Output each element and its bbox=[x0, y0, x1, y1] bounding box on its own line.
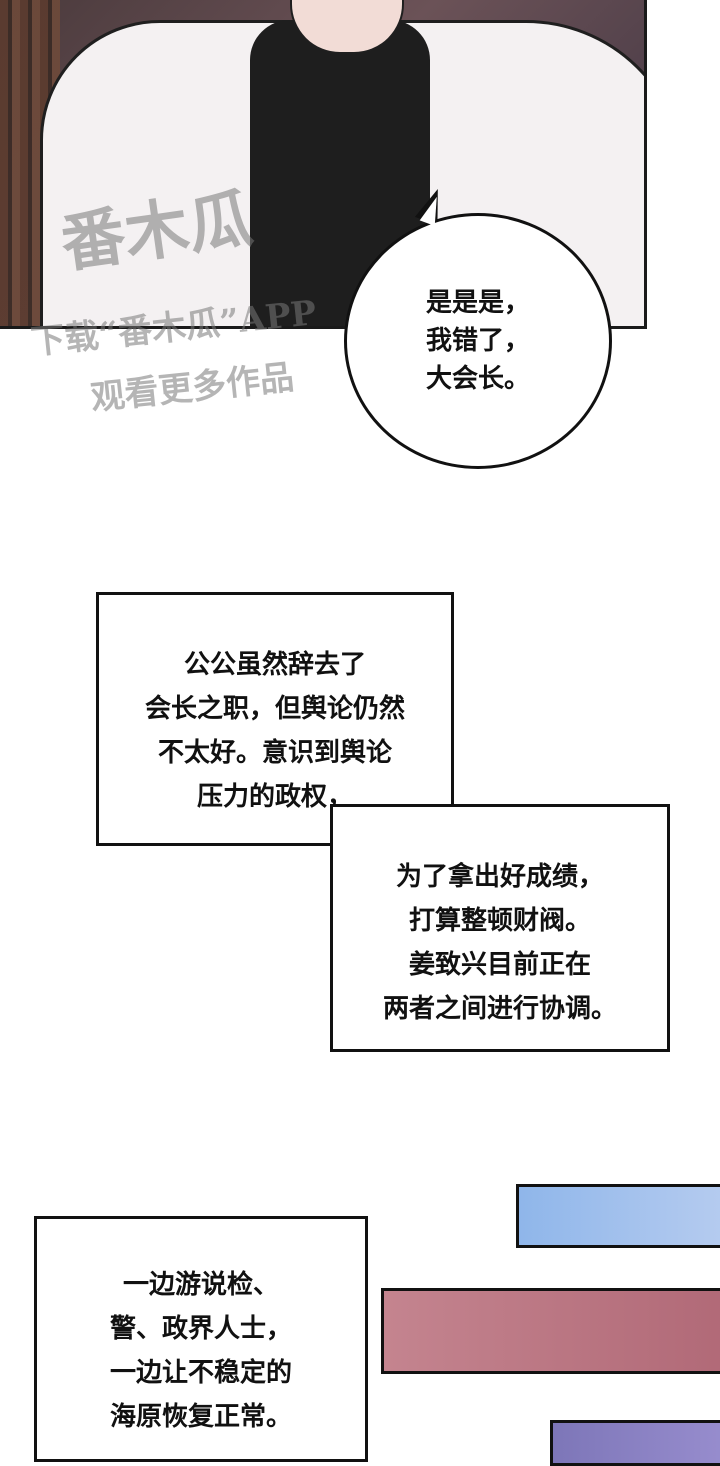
color-strip-purple bbox=[550, 1420, 720, 1466]
comic-panel-top: 番木瓜 bbox=[0, 0, 647, 329]
speech-line: 我错了， bbox=[425, 326, 530, 356]
narration-line: 一边让不稳定的 bbox=[109, 1358, 292, 1388]
narration-box-2: 为了拿出好成绩， 打算整顿财阀。 姜致兴目前正在 两者之间进行协调。 bbox=[330, 804, 670, 1052]
narration-box-3: 一边游说检、 警、政界人士， 一边让不稳定的 海原恢复正常。 bbox=[34, 1216, 368, 1462]
narration-line: 公公虽然辞去了 bbox=[183, 650, 366, 680]
narration-line: 警、政界人士， bbox=[109, 1314, 292, 1344]
narration-line: 姜致兴目前正在 bbox=[408, 950, 591, 980]
narration-line: 会长之职，但舆论仍然 bbox=[144, 694, 405, 724]
narration-line: 打算整顿财阀。 bbox=[408, 906, 591, 936]
color-strip-pink bbox=[381, 1288, 720, 1374]
speech-bubble: 是是是， 我错了， 大会长。 bbox=[344, 213, 612, 469]
narration-line: 不太好。意识到舆论 bbox=[157, 738, 392, 768]
narration-line: 压力的政权， bbox=[196, 782, 353, 812]
color-strip-blue bbox=[516, 1184, 720, 1248]
narration-line: 一边游说检、 bbox=[122, 1270, 279, 1300]
watermark-more-works-text: 观看更多作品 bbox=[88, 357, 296, 419]
narration-line: 海原恢复正常。 bbox=[109, 1402, 292, 1432]
speech-line: 是是是， bbox=[425, 288, 530, 318]
speech-line: 大会长。 bbox=[425, 364, 530, 394]
narration-line: 两者之间进行协调。 bbox=[382, 994, 617, 1024]
narration-line: 为了拿出好成绩， bbox=[395, 862, 604, 892]
narration-box-1: 公公虽然辞去了 会长之职，但舆论仍然 不太好。意识到舆论 压力的政权， bbox=[96, 592, 454, 846]
